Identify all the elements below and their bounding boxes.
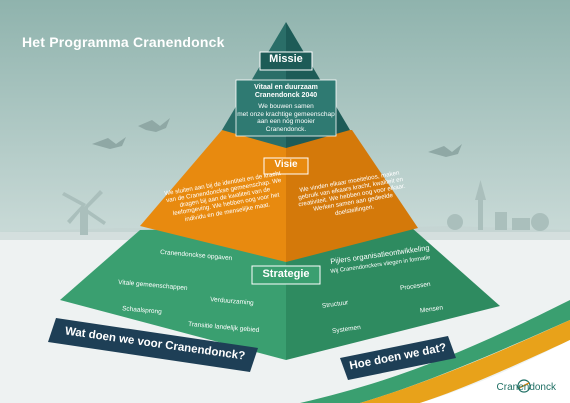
page-title: Het Programma Cranendonck bbox=[22, 34, 225, 50]
right-banner-shape bbox=[340, 336, 456, 380]
missie-box bbox=[235, 79, 337, 137]
missie-label: Missie bbox=[269, 53, 303, 65]
missie-line-4: met onze krachtige gemeenschap bbox=[237, 110, 335, 118]
visie-label: Visie bbox=[274, 159, 298, 170]
orange-swoosh bbox=[360, 320, 570, 403]
strategie-tier-right bbox=[286, 228, 500, 360]
windmill-icon bbox=[62, 190, 106, 235]
visie-tier-right bbox=[286, 130, 418, 262]
missie-label-box bbox=[259, 51, 313, 71]
church-icon bbox=[447, 180, 549, 231]
missie-line-2: Cranendonck 2040 bbox=[254, 92, 318, 100]
logo-text: Cranendonck bbox=[496, 382, 556, 393]
visie-label-box bbox=[263, 157, 309, 175]
strategie-label: Strategie bbox=[262, 268, 310, 280]
missie-line-3: We bouwen samen bbox=[258, 103, 314, 111]
visie-tier-left bbox=[140, 130, 286, 262]
cranes-birds-icon bbox=[92, 118, 462, 157]
left-banner-shape bbox=[48, 318, 258, 372]
strategie-tier-left bbox=[60, 228, 286, 360]
missie-line-5: aan een nóg mooier Cranendonck. bbox=[257, 118, 315, 133]
logo-mark-icon bbox=[517, 379, 531, 393]
strategie-label-box bbox=[251, 265, 321, 285]
missie-statement: Vitaal en duurzaam Cranendonck 2040 We b… bbox=[236, 84, 336, 133]
missie-line-1: Vitaal en duurzaam bbox=[254, 84, 318, 91]
